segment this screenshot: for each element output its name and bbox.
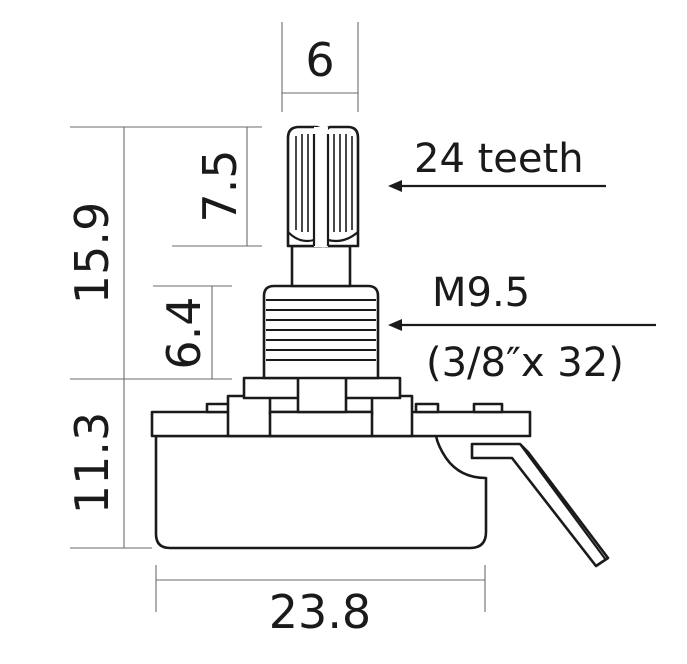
bushing-threads	[266, 299, 376, 361]
dimension-lines	[70, 22, 486, 612]
thread-height-label: 6.4	[157, 296, 211, 369]
solder-lug	[470, 442, 610, 568]
solder-lug-edge	[519, 443, 607, 561]
knurl-taper-right	[327, 231, 359, 243]
cover-tab-left	[205, 402, 231, 414]
dimension-labels: 6 7.5 15.9 6.4 11.3 23.8 24 teeth M9.5 (…	[65, 33, 624, 639]
bushing-center-block	[268, 410, 374, 438]
knurl-height-label: 7.5	[193, 149, 247, 222]
body-height-label: 11.3	[65, 412, 119, 514]
total-height-label: 15.9	[65, 202, 119, 304]
teeth-arrow-icon	[388, 180, 402, 192]
thread-size-label: M9.5	[432, 270, 530, 316]
shaft-neck	[290, 244, 352, 288]
teeth-label: 24 teeth	[414, 136, 584, 182]
knurl-ridges	[295, 134, 353, 232]
knurled-shaft-right	[324, 125, 360, 248]
nut-shoulder-left	[242, 376, 302, 400]
pot-body-case	[154, 434, 488, 550]
shaft-slot	[314, 127, 328, 247]
body-width-label: 23.8	[269, 585, 371, 639]
potentiometer-part	[150, 125, 610, 568]
thread-arrow-icon	[388, 319, 402, 331]
thread-spec-label: (3/8″x 32)	[426, 340, 624, 386]
knurl-taper-left	[287, 231, 315, 243]
shaft-width-label: 6	[305, 33, 334, 87]
nut-shoulder-right	[342, 376, 402, 400]
leader-arrows	[388, 180, 656, 331]
cover-tab-right-a	[414, 402, 440, 414]
cover-tab-right-b	[472, 402, 504, 414]
